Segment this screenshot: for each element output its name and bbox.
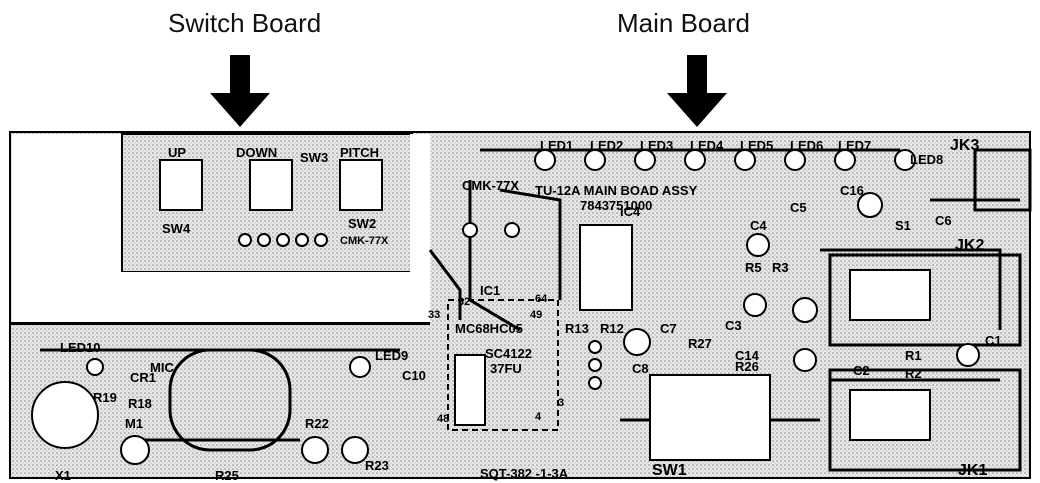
label-led7: LED7	[838, 138, 871, 153]
ic4	[579, 224, 633, 311]
label-jk3: JK3	[950, 137, 979, 154]
label-c6: C6	[935, 213, 952, 228]
label-m1: R25	[215, 468, 239, 483]
main-board-arrow	[667, 55, 727, 127]
label-c14: C14	[735, 348, 760, 363]
label-c1: C1	[985, 333, 1002, 348]
label-c2: C2	[853, 363, 870, 378]
switch-board-arrow	[210, 55, 270, 127]
label-r2: R2	[905, 366, 922, 381]
label-led6: LED6	[790, 138, 823, 153]
label-cmk-main: CMK-77X	[462, 178, 519, 193]
pin-16: 33	[428, 309, 440, 321]
label-sw4: SW4	[162, 221, 191, 236]
jk3	[973, 148, 1032, 212]
jk1	[828, 368, 1022, 472]
sw1	[649, 374, 771, 461]
label-r1: R1	[905, 348, 922, 363]
label-ic-line1: MC68HC05	[455, 321, 523, 336]
label-assy: TU-12A MAIN BOAD ASSY	[535, 183, 698, 198]
label-bond: C10	[402, 368, 426, 383]
ic1	[447, 299, 559, 431]
label-r12: R12	[600, 321, 624, 336]
label-c5: C5	[790, 200, 807, 215]
label-up: UP	[168, 145, 186, 160]
label-r21: R19	[93, 390, 117, 405]
pin-17: 32	[458, 296, 470, 308]
label-r13: R13	[565, 321, 589, 336]
label-c8: C8	[632, 361, 649, 376]
label-c16: C16	[840, 183, 864, 198]
jk2	[828, 253, 1022, 347]
label-pitch: PITCH	[340, 145, 379, 160]
label-sw1: SW1	[652, 462, 687, 479]
label-c10: R23	[365, 458, 389, 473]
pin-49: 4	[535, 411, 542, 423]
label-ic1: IC1	[480, 283, 500, 298]
label-jk2: JK2	[955, 237, 984, 254]
pin-48: 3	[558, 397, 564, 409]
label-led5: LED5	[740, 138, 773, 153]
label-led8: LED8	[910, 152, 943, 167]
label-led10: LED10	[60, 340, 100, 355]
label-sw2: SW2	[348, 216, 376, 231]
label-assy-number: 7843751000	[580, 198, 652, 213]
label-sw3: SW3	[300, 150, 328, 165]
label-cr1: M1	[125, 416, 143, 431]
label-s1: S1	[895, 218, 911, 233]
label-r3: R3	[772, 260, 789, 275]
label-r26: R26	[735, 359, 759, 374]
label-r5: R5	[745, 260, 762, 275]
label-c4: C4	[750, 218, 767, 233]
label-led4: LED4	[690, 138, 724, 153]
label-led1: LED1	[540, 138, 573, 153]
pin-64: 48	[437, 413, 449, 425]
label-mic: X1	[55, 468, 71, 483]
label-r18: MIC	[150, 360, 174, 375]
pin-32: 64	[535, 293, 548, 305]
label-led9: LED9	[375, 348, 408, 363]
label-r27: R27	[688, 336, 712, 351]
label-r20: R18	[128, 396, 152, 411]
main-board-heading: Main Board	[617, 8, 750, 38]
label-down: DOWN	[236, 145, 277, 160]
pin-33: 49	[530, 309, 542, 321]
label-bottom: SQT-382 -1-3A	[480, 466, 569, 481]
label-ic-line2: SC4122	[485, 346, 532, 361]
label-jk1: JK1	[958, 462, 987, 479]
label-ic4: IC4	[620, 204, 641, 219]
label-ic-line3: 37FU	[490, 361, 522, 376]
label-c3: C3	[725, 318, 742, 333]
label-r19: CR1	[130, 370, 156, 385]
label-c7: C7	[660, 321, 677, 336]
label-c9: R22	[305, 416, 329, 431]
switch-board-heading: Switch Board	[168, 8, 322, 38]
label-led3: LED3	[640, 138, 673, 153]
label-cmk-sb: CMK-77X	[340, 235, 389, 247]
label-led2: LED2	[590, 138, 623, 153]
